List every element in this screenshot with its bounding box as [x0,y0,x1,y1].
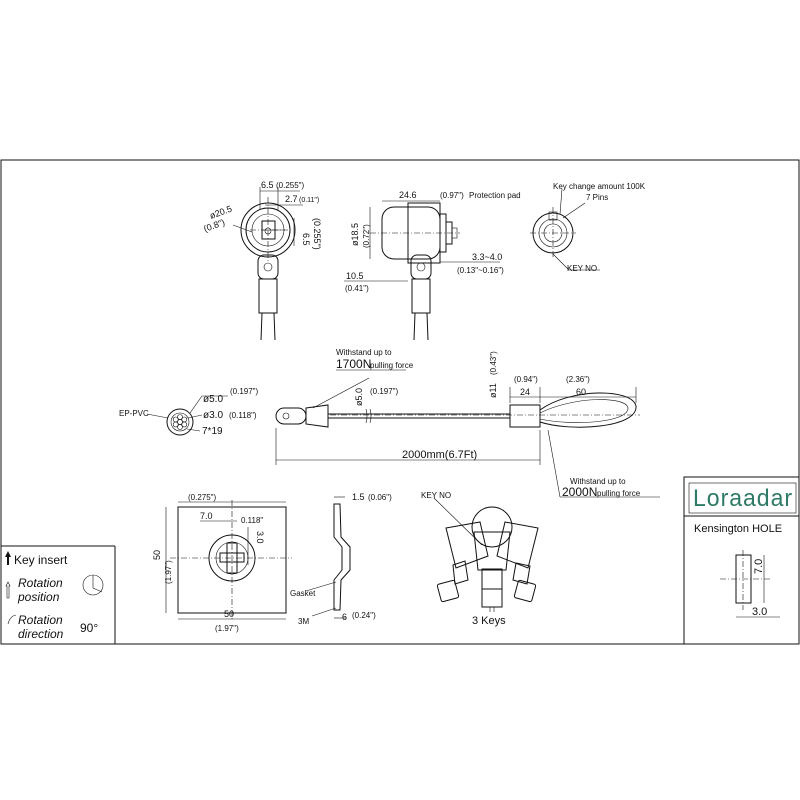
inner-diameter-in: (0.118") [229,411,257,420]
gasket-depth-dim-in: (0.24") [352,611,376,620]
cable-view: Withstand up to 1700N pulling force ø5.0… [275,348,660,499]
key-number-label: KEY NO [567,264,597,273]
withstand-1700-line1: Withstand up to [336,348,392,357]
gasket-thickness: 1.5 [352,492,365,502]
plate-top-dim-in: (0.275") [188,493,217,502]
withstand-2000-line2: pulling force [597,489,641,498]
front-slot-dim: 2.7 [285,194,298,204]
side-length-dim-in: (0.97") [440,191,464,200]
side-length-dim: 24.6 [399,190,417,200]
slot-width-dim-in: 0.118" [241,516,263,525]
withstand-2000-value: 2000N [562,485,597,499]
cable-diameter-in: (0.197") [370,387,399,396]
withstand-1700-line2: pulling force [370,361,414,370]
rotation-position-arrow-icon [5,581,11,599]
legend-rotation-pos-line1: Rotation [18,576,63,590]
insulation-material: EP-PVC [119,409,149,418]
front-height-dim-in: (0.255") [312,218,322,250]
front-width-dim-in: (0.255") [276,181,305,190]
slot-height-dim: 3.0 [255,531,265,544]
key-face-view: Key change amount 100K 7 Pins KEY NO [530,182,646,273]
rotation-direction-arrow-icon [7,614,17,625]
legend-key-insert: Key insert [14,553,68,567]
withstand-2000-line1: Withstand up to [570,477,626,486]
key-insert-arrow-icon [5,551,11,565]
plate-height-dim-in: (1.97") [164,560,173,584]
loop-length-dim: 60 [576,387,586,397]
gasket-thickness-in: (0.06") [368,493,392,502]
gasket-label: Gasket [290,589,316,598]
drawing-frame [0,159,800,645]
keys-drawing: KEY NO 3 Keys [421,491,539,627]
strand-count: 7*19 [202,426,223,437]
front-slot-dim-in: (0.11") [299,197,319,204]
brand-box [683,476,800,645]
keys-number-label: KEY NO [421,491,451,500]
inner-diameter: ø3.0 [203,410,223,421]
side-diameter: ø18.5 [350,223,360,246]
hole-width-dim: 3.0 [752,606,767,618]
legend-rotation-pos-line2: position [17,590,60,604]
product-name: Kensington HOLE [694,523,782,535]
front-view: 6.5 (0.255") 2.7 (0.11") ø20.5 (0.8") 6.… [202,180,322,341]
key-change-amount: Key change amount 100K [553,182,646,191]
outer-diameter-in: (0.197") [230,387,259,396]
cable-total-length: 2000mm(6.7Ft) [402,449,477,461]
slot-width-dim: 7.0 [200,511,213,521]
pin-count: 7 Pins [586,193,608,202]
side-offset-dim-in: (0.41") [345,284,369,293]
tape-label: 3M [298,617,309,626]
mounting-plate: (0.275") 7.0 0.118" 3.0 50 (1.97") 50 (1… [152,493,292,633]
loop-length-dim-in: (2.36") [566,375,590,384]
keys-count-label: 3 Keys [472,615,506,627]
brand-block: Loraadar Kensington HOLE 7.0 3.0 [688,482,797,618]
thickness-range-in: (0.13"~0.16") [457,266,504,275]
legend-rotation-dir-line2: direction [18,627,64,641]
gasket-depth-dim: 6 [342,612,347,622]
withstand-1700-value: 1700N [336,357,371,371]
end-length-dim: 24 [520,387,530,397]
side-offset-dim: 10.5 [346,271,364,281]
legend-rotation-dir-line1: Rotation [18,613,63,627]
legend-angle: 90° [80,621,98,635]
plate-width-dim-in: (1.97") [215,624,239,633]
brand-logo: Loraadar [693,485,793,512]
cable-diameter: ø5.0 [354,388,364,406]
gasket-profile: 1.5 (0.06") Gasket 3M 6 (0.24") [290,492,392,626]
cable-section: EP-PVC ø5.0 (0.197") ø3.0 (0.118") 7*19 [119,387,259,437]
front-height-dim: 6.5 [301,233,311,246]
end-diameter: ø11 [488,383,498,398]
hole-height-dim: 7.0 [753,559,765,574]
end-length-dim-in: (0.94") [514,375,538,384]
outer-diameter: ø5.0 [203,394,223,405]
legend: Key insert Rotation position Rotation di… [5,551,104,641]
side-view: 24.6 (0.97") Protection pad ø18.5 (0.72"… [344,190,521,341]
end-diameter-in: (0.43") [489,351,498,375]
thickness-range: 3.3~4.0 [472,252,502,262]
plate-height-dim: 50 [152,550,162,560]
front-diameter-in: (0.8") [202,217,226,234]
plate-width-dim: 50 [224,609,234,619]
protection-pad-label: Protection pad [469,191,521,200]
side-diameter-in: (0.72") [362,224,371,248]
front-width-dim: 6.5 [261,180,274,190]
